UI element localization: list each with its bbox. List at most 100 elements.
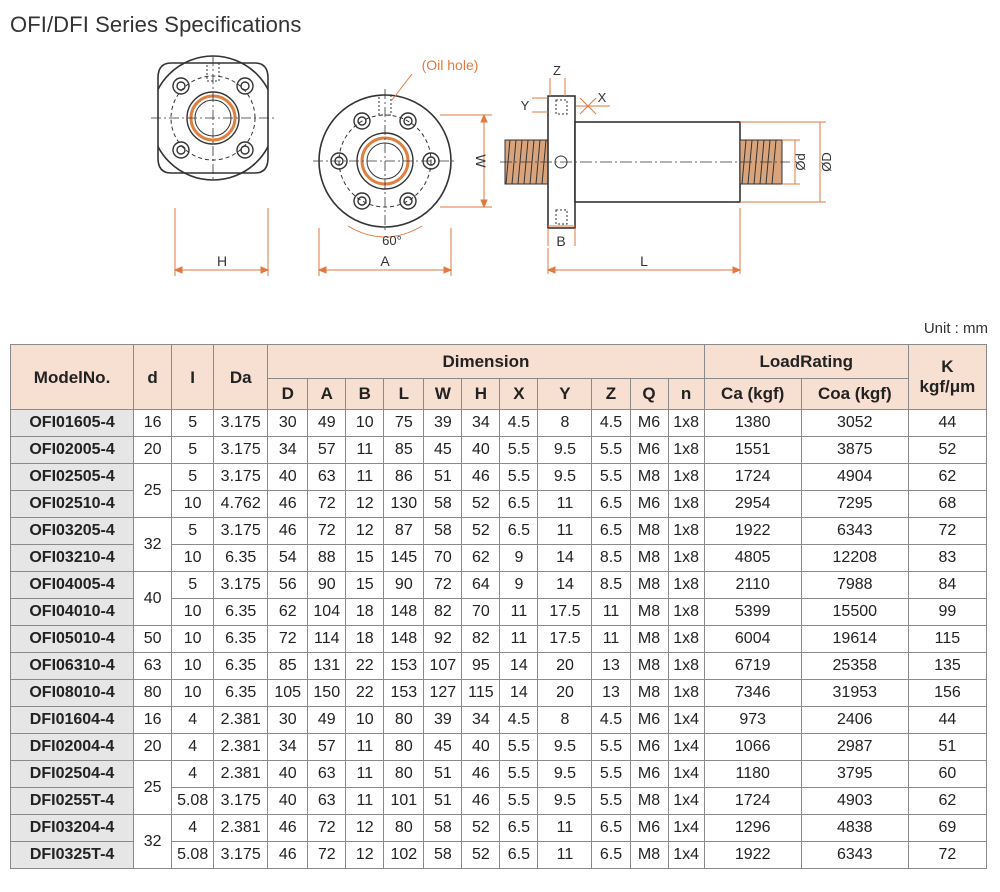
cell-ca: 7346 [703,679,802,707]
cell-w: 72 [423,571,463,599]
cell-d: 62 [267,598,309,626]
cell-x: 6.5 [499,490,539,518]
cell-h: 52 [461,814,501,842]
cell-i: 5 [171,436,215,464]
cell-w: 51 [423,787,463,815]
cell-i: 4 [171,733,215,761]
cell-l: 80 [383,706,425,734]
cell-a: 57 [307,733,347,761]
cell-ca: 1922 [703,841,802,869]
cell-da: 3.175 [213,517,269,545]
cell-w: 58 [423,517,463,545]
cell-n: 1x8 [667,652,705,680]
cell-y: 17.5 [537,625,593,653]
cell-a: 88 [307,544,347,572]
cell-b: 15 [345,571,385,599]
header-k-unit: kgf/μm [919,377,976,396]
cell-a: 72 [307,814,347,842]
cell-b: 12 [345,490,385,518]
cell-b: 10 [345,706,385,734]
cell-a: 72 [307,841,347,869]
cell-y: 9.5 [537,463,593,491]
cell-x: 14 [499,652,539,680]
cell-x: 6.5 [499,814,539,842]
dimension-l [546,208,742,274]
cell-coa: 12208 [800,544,909,572]
cell-w: 92 [423,625,463,653]
cell-h: 115 [461,679,501,707]
cell-ca: 4805 [703,544,802,572]
cell-ca: 2110 [703,571,802,599]
cell-z: 11 [591,598,631,626]
cell-d: 63 [133,652,173,680]
oil-hole-leader [391,73,413,101]
cell-coa: 4904 [800,463,909,491]
cell-b: 15 [345,544,385,572]
cell-w: 51 [423,463,463,491]
cell-d: 20 [133,436,173,464]
cell-b: 12 [345,517,385,545]
cell-n: 1x8 [667,409,705,437]
cell-q: M8 [629,463,669,491]
cell-da: 3.175 [213,409,269,437]
cell-q: M8 [629,571,669,599]
cell-da: 2.381 [213,706,269,734]
cell-b: 11 [345,436,385,464]
page-title: OFI/DFI Series Specifications [10,12,302,37]
cell-a: 63 [307,787,347,815]
cell-w: 58 [423,490,463,518]
cell-z: 6.5 [591,517,631,545]
cell-q: M6 [629,490,669,518]
cell-i: 10 [171,625,215,653]
cell-ca: 1380 [703,409,802,437]
cell-i: 4 [171,814,215,842]
cell-d: 72 [267,625,309,653]
cell-n: 1x8 [667,490,705,518]
cell-n: 1x8 [667,679,705,707]
cell-d: 50 [133,625,173,653]
cell-z: 4.5 [591,409,631,437]
cell-n: 1x4 [667,760,705,788]
cell-k: 156 [907,679,988,707]
unit-label: Unit : mm [923,320,988,337]
cell-ca: 1180 [703,760,802,788]
cell-d: 34 [267,436,309,464]
header-dim-w: W [423,378,463,410]
cell-w: 39 [423,409,463,437]
cell-q: M8 [629,841,669,869]
cell-q: M6 [629,706,669,734]
cell-b: 12 [345,841,385,869]
cell-d: 32 [133,517,173,572]
cell-q: M8 [629,787,669,815]
cell-b: 12 [345,814,385,842]
cell-d: 16 [133,706,173,734]
cell-da: 6.35 [213,652,269,680]
cell-h: 34 [461,706,501,734]
cell-y: 9.5 [537,760,593,788]
header-dim-d: D [267,378,309,410]
cell-z: 5.5 [591,436,631,464]
cell-h: 40 [461,733,501,761]
cell-d: 46 [267,814,309,842]
header-dim-n: n [667,378,705,410]
model-cell: DFI03204-4 [9,814,135,842]
cell-coa: 19614 [800,625,909,653]
cell-y: 11 [537,814,593,842]
cell-d: 30 [267,706,309,734]
cell-ca: 6004 [703,625,802,653]
header-dim-h: H [461,378,501,410]
cell-da: 3.175 [213,463,269,491]
cell-w: 45 [423,733,463,761]
cell-i: 10 [171,679,215,707]
cell-z: 11 [591,625,631,653]
cell-d: 25 [133,760,173,815]
label-x: X [598,90,607,105]
